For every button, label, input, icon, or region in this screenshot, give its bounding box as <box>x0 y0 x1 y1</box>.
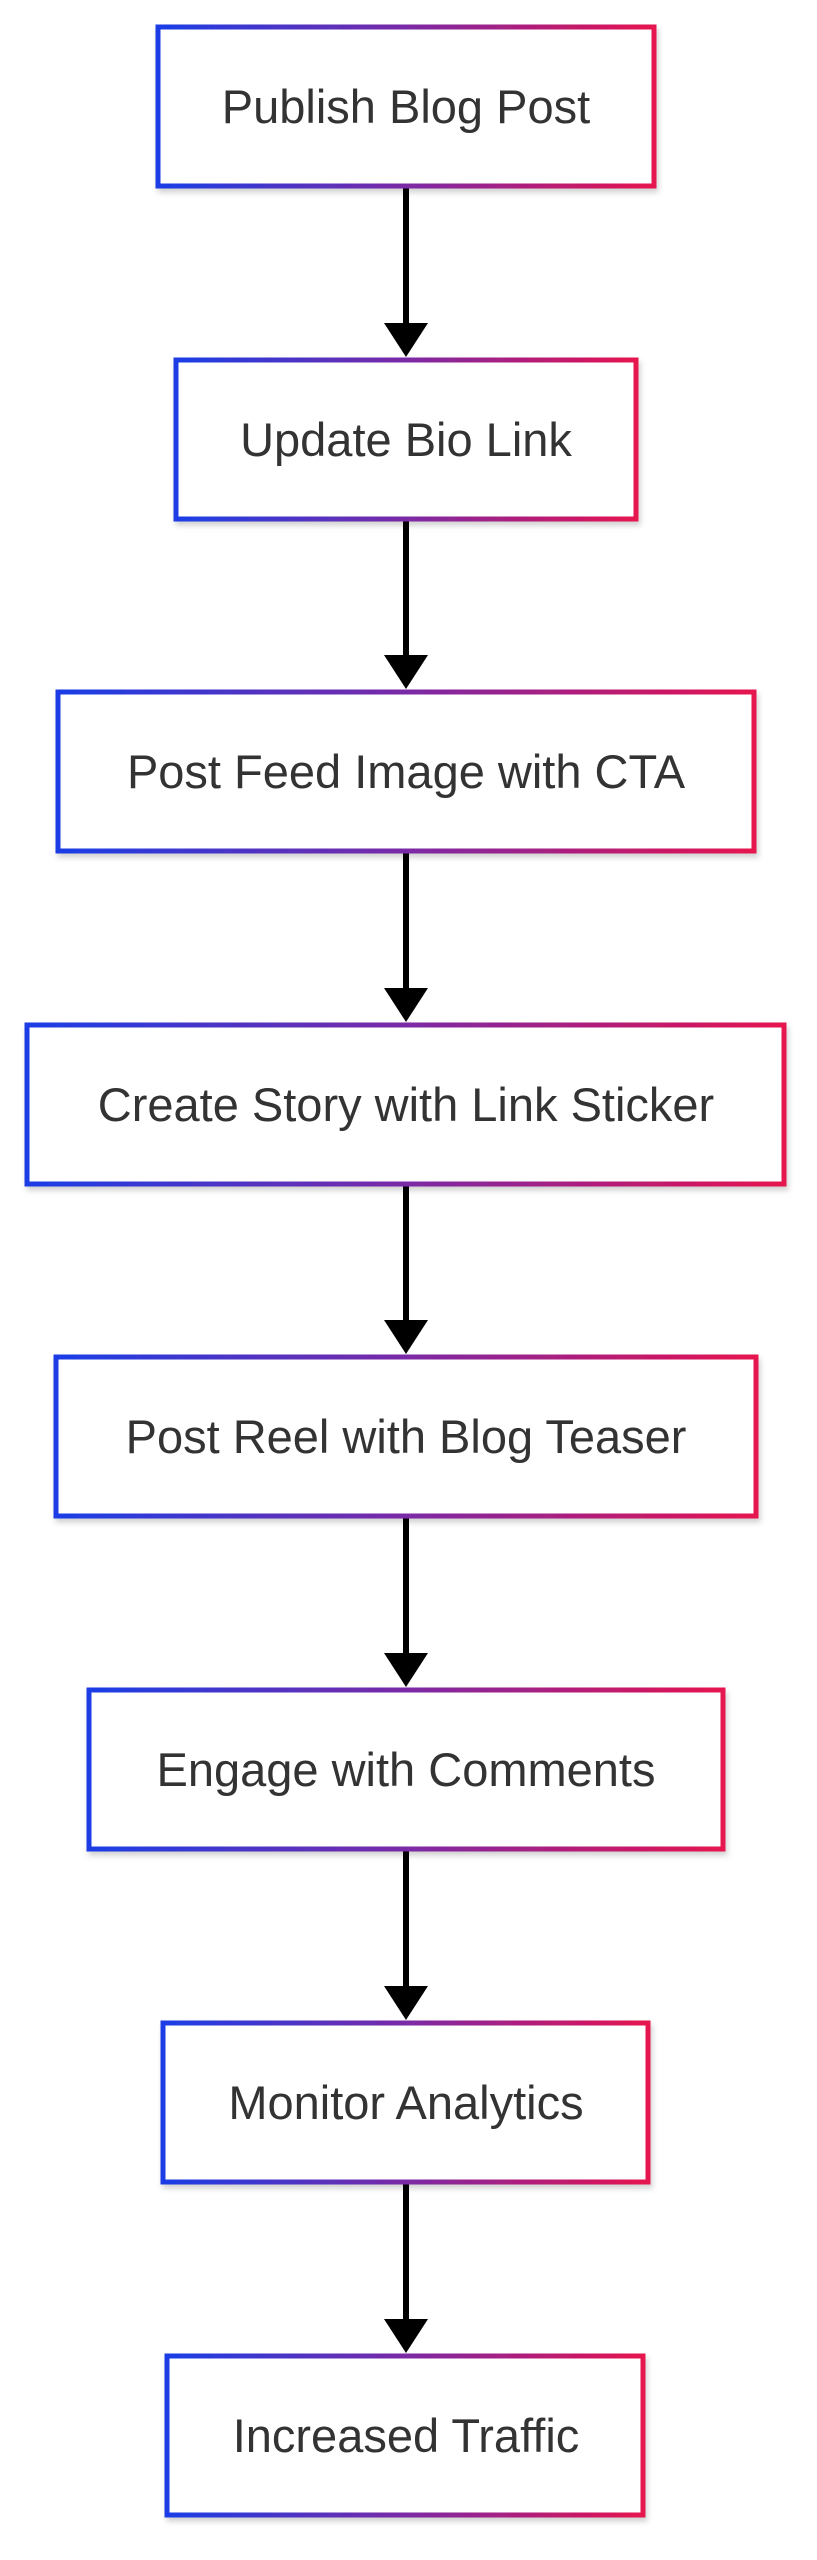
node-box <box>173 357 639 522</box>
flow-node-post-feed-image-with-cta: Post Feed Image with CTA <box>55 689 757 854</box>
flow-node-publish-blog-post: Publish Blog Post <box>155 24 657 189</box>
flow-node-create-story-with-link-sticker: Create Story with Link Sticker <box>24 1022 787 1187</box>
node-box <box>24 1022 787 1187</box>
flow-node-increased-traffic: Increased Traffic <box>164 2353 646 2518</box>
flow-arrow-head <box>384 1320 428 1354</box>
flow-arrow-head <box>384 323 428 357</box>
flow-arrow <box>384 519 428 689</box>
flow-arrow <box>384 1184 428 1354</box>
node-label: Increased Traffic <box>233 2409 580 2462</box>
flow-arrow <box>384 2182 428 2353</box>
flow-arrow-head <box>384 988 428 1022</box>
node-box <box>55 689 757 854</box>
flow-node-monitor-analytics: Monitor Analytics <box>160 2020 651 2185</box>
node-box <box>86 1687 726 1852</box>
flow-node-engage-with-comments: Engage with Comments <box>86 1687 726 1852</box>
flow-arrow <box>384 1849 428 2020</box>
node-label: Monitor Analytics <box>228 2076 583 2129</box>
flow-node-update-bio-link: Update Bio Link <box>173 357 639 522</box>
flow-arrow-head <box>384 1986 428 2020</box>
flow-arrow-head <box>384 655 428 689</box>
flow-arrow-head <box>384 2319 428 2353</box>
flow-arrow <box>384 186 428 357</box>
flow-arrow <box>384 1516 428 1687</box>
edges-layer <box>384 186 428 2353</box>
node-label: Post Reel with Blog Teaser <box>126 1410 687 1463</box>
flow-arrow-head <box>384 1653 428 1687</box>
node-label: Update Bio Link <box>240 413 572 466</box>
node-box <box>160 2020 651 2185</box>
node-label: Publish Blog Post <box>222 80 590 133</box>
node-box <box>164 2353 646 2518</box>
node-box <box>155 24 657 189</box>
flow-node-post-reel-with-blog-teaser: Post Reel with Blog Teaser <box>53 1354 759 1519</box>
node-label: Engage with Comments <box>157 1743 656 1796</box>
node-label: Create Story with Link Sticker <box>98 1078 714 1131</box>
flow-arrow <box>384 851 428 1022</box>
node-label: Post Feed Image with CTA <box>127 745 686 798</box>
nodes-layer: Publish Blog Post Update Bio Link Post F… <box>24 24 787 2518</box>
node-box <box>53 1354 759 1519</box>
